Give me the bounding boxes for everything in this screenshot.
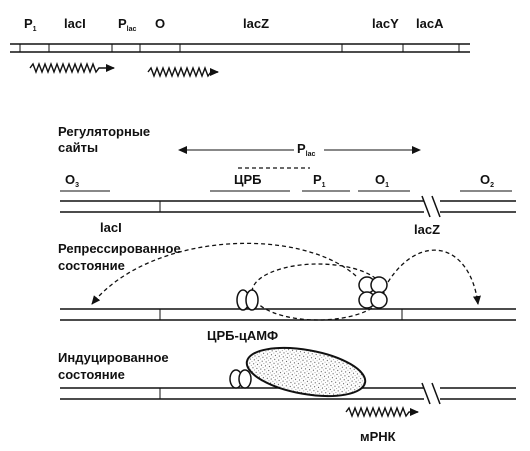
induced-state-panel: Индуцированное состояние мРНК [58,346,516,444]
crp-camp-complex [236,289,259,311]
rna-polymerase [245,346,367,398]
repressed-dna-strand [60,308,516,321]
dna-loop-to-o2 [387,249,481,305]
mrna-label: мРНК [360,429,396,444]
crp-camp-label: ЦРБ-цАМФ [207,328,278,343]
gene-label-laci-lower: lacI [100,220,122,235]
lac-repressor-tetramer [358,276,388,309]
repressed-title-line1: Репрессированное [58,241,181,256]
dna-loop-to-o3 [91,242,357,305]
repressed-state-panel: Репрессированное состояние ЦРБ-цАМФ [58,241,516,343]
induced-dna-strand [60,382,516,405]
regulatory-sites-panel: Регуляторные сайты Plac O3 ЦРБ P1 O1 O2 … [58,124,516,237]
top-gene-map: P1 lacI Plac O lacZ lacY lacA [10,16,470,78]
site-label-o3: O3 [65,172,79,189]
regulatory-title-line2: сайты [58,140,98,155]
induced-title-line1: Индуцированное [58,350,169,365]
induced-title-line2: состояние [58,367,125,382]
transcript-arrow-laci [29,62,115,74]
gene-label-o: O [155,16,165,31]
site-label-p1: P1 [313,172,326,189]
site-label-crp: ЦРБ [234,172,262,187]
gene-label-lacz-lower: lacZ [414,222,440,237]
site-label-o1: O1 [375,172,389,189]
gene-label-laca: lacA [416,16,444,31]
regulatory-title-line1: Регуляторные [58,124,150,139]
gene-label-plac: Plac [118,16,137,33]
gene-label-lacz: lacZ [243,16,269,31]
site-label-o2: O2 [480,172,494,189]
plac-label: Plac [297,141,316,158]
gene-label-p1: P1 [24,16,37,33]
crp-camp-complex-induced [229,369,252,389]
repressed-title-line2: состояние [58,258,125,273]
top-dna-strand [10,43,470,53]
transcript-arrow-lacz [147,66,219,78]
mrna-transcript-arrow [345,406,419,418]
regulatory-dna-strand [60,195,516,218]
gene-label-lacy: lacY [372,16,399,31]
gene-label-laci: lacI [64,16,86,31]
